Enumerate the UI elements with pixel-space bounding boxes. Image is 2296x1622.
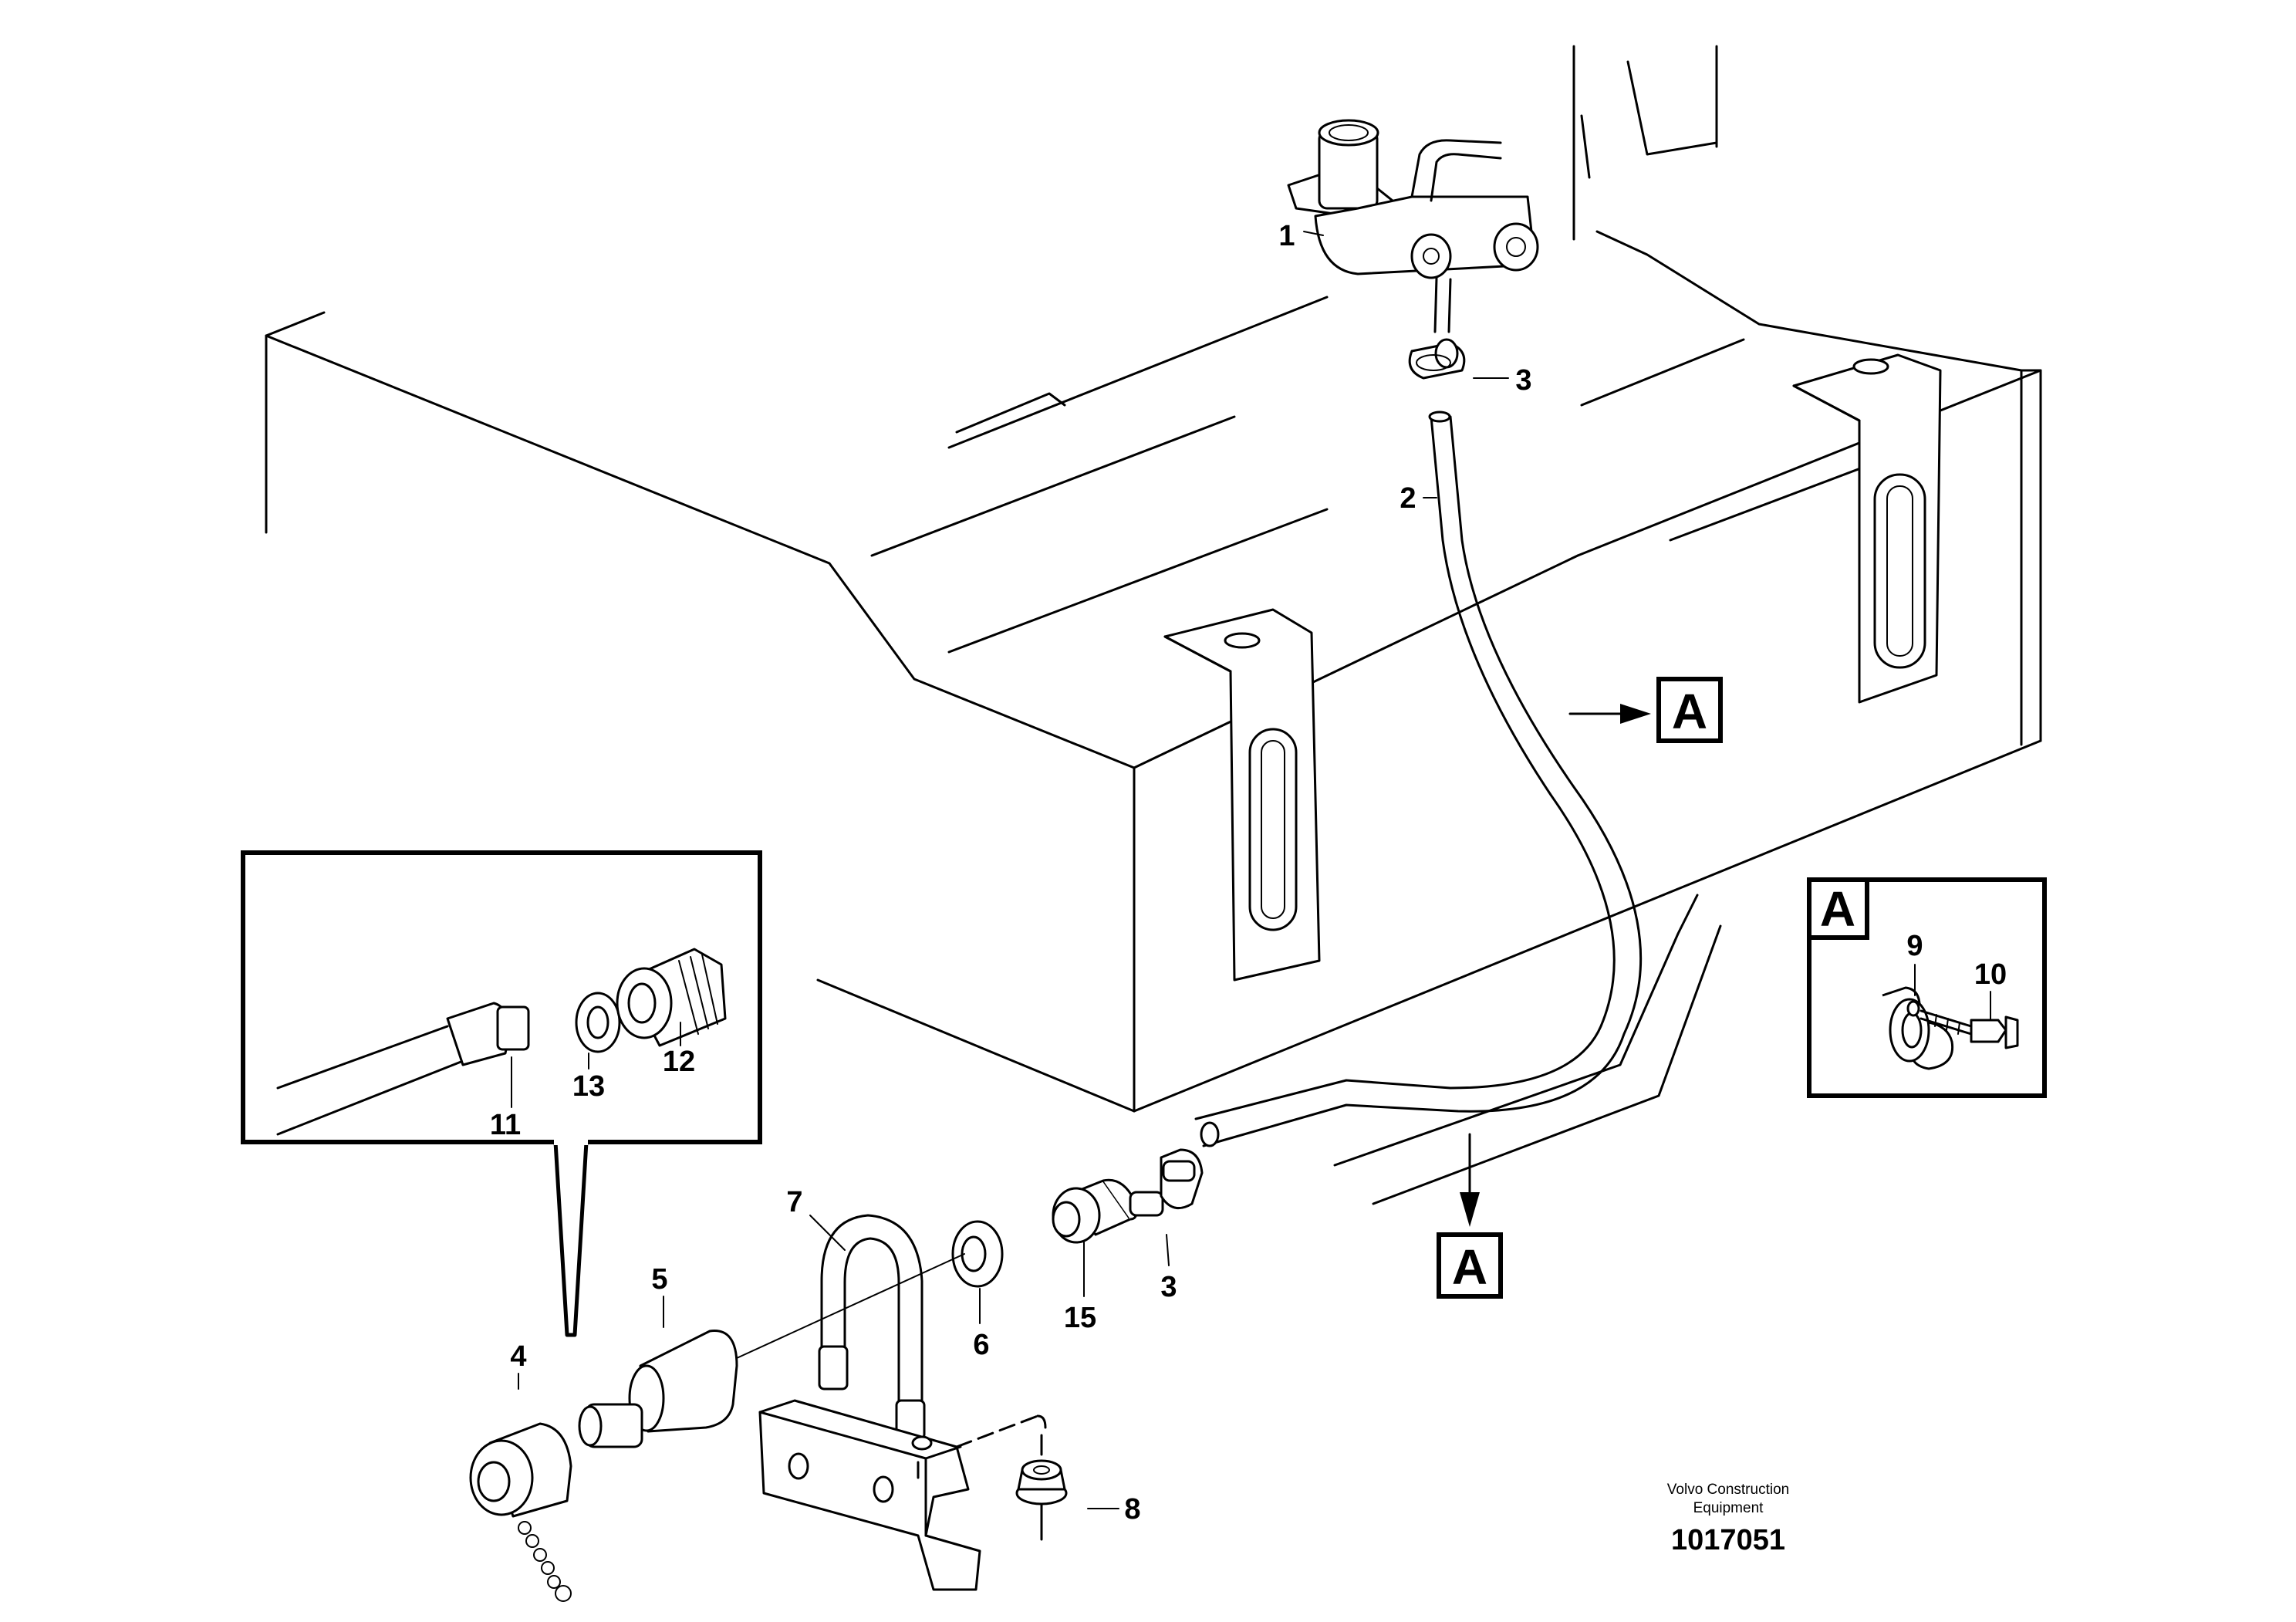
callout-13: 13 [572,1070,605,1103]
drain-hose [1194,411,1643,1147]
drain-valve-housing [1287,119,1539,333]
u-bolt [818,1214,926,1441]
callout-11: 11 [490,1109,521,1141]
inset-detail-coupling [241,850,762,1337]
callout-7: 7 [786,1186,802,1218]
callout-labels: 1 2 3 3 15 6 7 8 5 4 9 10 11 13 12 [490,220,2007,1526]
view-marker-up: A [1452,1239,1487,1295]
callout-8: 8 [1124,1493,1140,1526]
callout-3-top: 3 [1515,364,1531,397]
flange-nut [1015,1434,1068,1541]
drain-valve-nipple [1052,1178,1164,1244]
hose-clamp-bottom [1160,1148,1204,1210]
callout-10: 10 [1974,958,2007,991]
callout-9: 9 [1906,930,1923,962]
publisher-line-1: Volvo Construction [1667,1482,1789,1498]
callout-5: 5 [651,1263,667,1296]
publisher-line-2: Equipment [1693,1500,1764,1516]
valve-mounting-bracket [758,1399,1047,1591]
detail-box-label: A [1820,881,1855,937]
callout-6: 6 [973,1329,989,1361]
drawing-number: 1017051 [1671,1524,1785,1556]
view-arrow-up [1437,1133,1503,1299]
hose-clamp-top [1408,338,1466,380]
view-marker-right: A [1672,684,1707,739]
quick-coupling [578,1253,965,1448]
callout-15: 15 [1064,1302,1096,1334]
view-arrow-right [1568,677,1723,743]
fuel-tank [265,45,2042,1205]
detail-view-a [1807,877,2047,1098]
drawing-footer: Volvo Construction Equipment 1017051 [1667,1482,1789,1556]
leader-lines [511,231,1991,1509]
dust-cap-with-chain [469,1422,572,1602]
tank-mounting-bracket-left [1163,608,1321,982]
callout-12: 12 [663,1046,695,1078]
callout-3-bottom: 3 [1160,1271,1177,1303]
sealing-washer [951,1220,1004,1288]
callout-4: 4 [510,1340,526,1373]
tank-mounting-bracket-right [1792,353,1942,704]
callout-1: 1 [1278,220,1295,252]
callout-2: 2 [1400,482,1416,515]
